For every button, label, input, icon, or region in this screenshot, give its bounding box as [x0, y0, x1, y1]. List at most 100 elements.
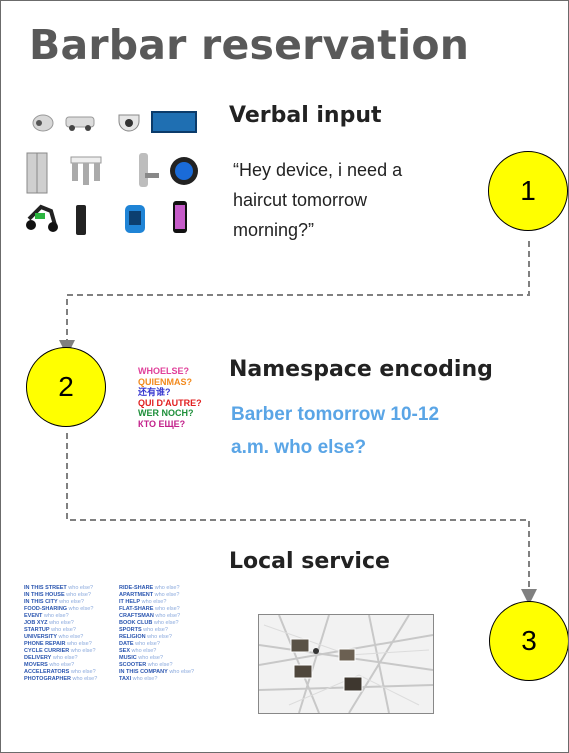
- smart-devices-illustration: [26, 111, 198, 235]
- service-list-item: MUSIC who else?: [119, 655, 194, 662]
- service-name: FOOD-SHARING: [24, 606, 68, 612]
- service-list-item: TAXI who else?: [119, 676, 194, 683]
- thermostat-icon: [170, 157, 198, 185]
- service-name: PHOTOGRAPHER: [24, 676, 71, 682]
- service-name: SCOOTER: [119, 662, 147, 668]
- who-else-suffix: who else?: [153, 585, 180, 591]
- service-list-left: IN THIS STREET who else?IN THIS HOUSE wh…: [24, 585, 97, 683]
- service-name: DELIVERY: [24, 655, 52, 661]
- barber-shop-photo: [293, 664, 313, 679]
- who-else-suffix: who else?: [67, 606, 94, 612]
- smartwatch-icon: [125, 205, 145, 233]
- step-2-marker: 2: [26, 347, 106, 427]
- who-else-suffix: who else?: [47, 620, 74, 626]
- service-name: EVENT: [24, 613, 43, 619]
- service-name: CYCLE CURRIER: [24, 648, 70, 654]
- service-name: CRAFTSMAN: [119, 613, 154, 619]
- local-service-map: [258, 614, 434, 714]
- word-art-line: QUI D'AUTRE?: [138, 397, 202, 408]
- who-else-suffix: who else?: [146, 662, 173, 668]
- service-name: DATE: [119, 641, 134, 647]
- car-icon: [65, 116, 95, 131]
- who-else-suffix: who else?: [69, 648, 96, 654]
- smart-speaker-icon: [76, 205, 86, 235]
- device-images: [21, 101, 221, 251]
- service-name: IN THIS HOUSE: [24, 592, 65, 598]
- service-list-item: RIDE-SHARE who else?: [119, 585, 194, 592]
- who-else-suffix: who else?: [51, 655, 78, 661]
- step-1-marker: 1: [488, 151, 568, 231]
- service-name: IN THIS STREET: [24, 585, 67, 591]
- connector-1-to-2: [59, 241, 530, 356]
- service-list-item: STARTUP who else?: [24, 627, 97, 634]
- service-list-item: RELIGION who else?: [119, 634, 194, 641]
- scooter-icon: [26, 204, 58, 232]
- barber-shop-photo: [290, 638, 310, 653]
- step-3-marker: 3: [489, 601, 568, 681]
- service-list-item: IN THIS COMPANY who else?: [119, 669, 194, 676]
- service-list-item: ACCELERATORS who else?: [24, 669, 97, 676]
- who-else-suffix: who else?: [57, 634, 84, 640]
- service-list-item: DATE who else?: [119, 641, 194, 648]
- who-else-suffix: who else?: [42, 613, 69, 619]
- location-pin-icon: [313, 648, 319, 654]
- who-else-suffix: who else?: [66, 585, 94, 591]
- who-else-word-art: WHOELSE? QUIENMAS? 还有谁? QUI D'AUTRE? WER…: [138, 366, 233, 429]
- service-list-item: BOOK CLUB who else?: [119, 620, 194, 627]
- service-list-item: SEX who else?: [119, 648, 194, 655]
- barber-shop-photo: [338, 648, 356, 662]
- city-map-illustration: [259, 615, 433, 713]
- service-name: IT HELP: [119, 599, 141, 605]
- service-name: MUSIC: [119, 655, 137, 661]
- service-list-right: RIDE-SHARE who else?APARTMENT who else?I…: [119, 585, 194, 683]
- smartphone-icon: [173, 201, 187, 233]
- service-name: ACCELERATORS: [24, 669, 70, 675]
- service-name: RELIGION: [119, 634, 146, 640]
- service-list-item: MOVERS who else?: [24, 662, 97, 669]
- service-list-item: IN THIS HOUSE who else?: [24, 592, 97, 599]
- who-else-suffix: who else?: [145, 634, 172, 640]
- who-else-suffix: who else?: [153, 606, 180, 612]
- smart-tv-icon: [151, 111, 197, 133]
- service-list-item: EVENT who else?: [24, 613, 97, 620]
- service-list-item: SCOOTER who else?: [119, 662, 194, 669]
- word-art-line: КТО ЕЩЕ?: [138, 418, 186, 429]
- service-list-item: CYCLE CURRIER who else?: [24, 648, 97, 655]
- service-name: STARTUP: [24, 627, 50, 633]
- service-name: TAXI: [119, 676, 132, 682]
- service-list-item: PHOTOGRAPHER who else?: [24, 676, 97, 683]
- word-art-line: QUIENMAS?: [138, 376, 192, 387]
- service-name: FLAT-SHARE: [119, 606, 154, 612]
- service-list-item: APARTMENT who else?: [119, 592, 194, 599]
- smart-bulb-icon: [32, 114, 54, 132]
- service-name: IN THIS COMPANY: [119, 669, 168, 675]
- service-name: SEX: [119, 648, 131, 654]
- service-name: JOB XYZ: [24, 620, 48, 626]
- service-list-item: PHONE REPAIR who else?: [24, 641, 97, 648]
- service-list-item: FOOD-SHARING who else?: [24, 606, 97, 613]
- service-name: MOVERS: [24, 662, 48, 668]
- service-list-item: IN THIS CITY who else?: [24, 599, 97, 606]
- service-list-item: IT HELP who else?: [119, 599, 194, 606]
- service-name: APARTMENT: [119, 592, 154, 598]
- service-list-item: DELIVERY who else?: [24, 655, 97, 662]
- service-name: BOOK CLUB: [119, 620, 153, 626]
- who-else-suffix: who else?: [70, 676, 98, 682]
- service-list-item: IN THIS STREET who else?: [24, 585, 97, 592]
- service-name: IN THIS CITY: [24, 599, 58, 605]
- who-else-suffix: who else?: [153, 592, 180, 598]
- who-else-suffix: who else?: [133, 641, 160, 647]
- door-lock-icon: [139, 153, 159, 187]
- page-title: Barbar reservation: [29, 21, 470, 69]
- who-else-suffix: who else?: [49, 627, 76, 633]
- verbal-input-heading: Verbal input: [229, 103, 382, 128]
- who-else-suffix: who else?: [152, 620, 179, 626]
- who-else-suffix: who else?: [141, 627, 168, 633]
- service-name: SPORTS: [119, 627, 142, 633]
- service-name: PHONE REPAIR: [24, 641, 66, 647]
- word-art-line: 还有谁?: [138, 387, 171, 397]
- who-else-suffix: who else?: [65, 641, 92, 647]
- fridge-icon: [26, 152, 48, 194]
